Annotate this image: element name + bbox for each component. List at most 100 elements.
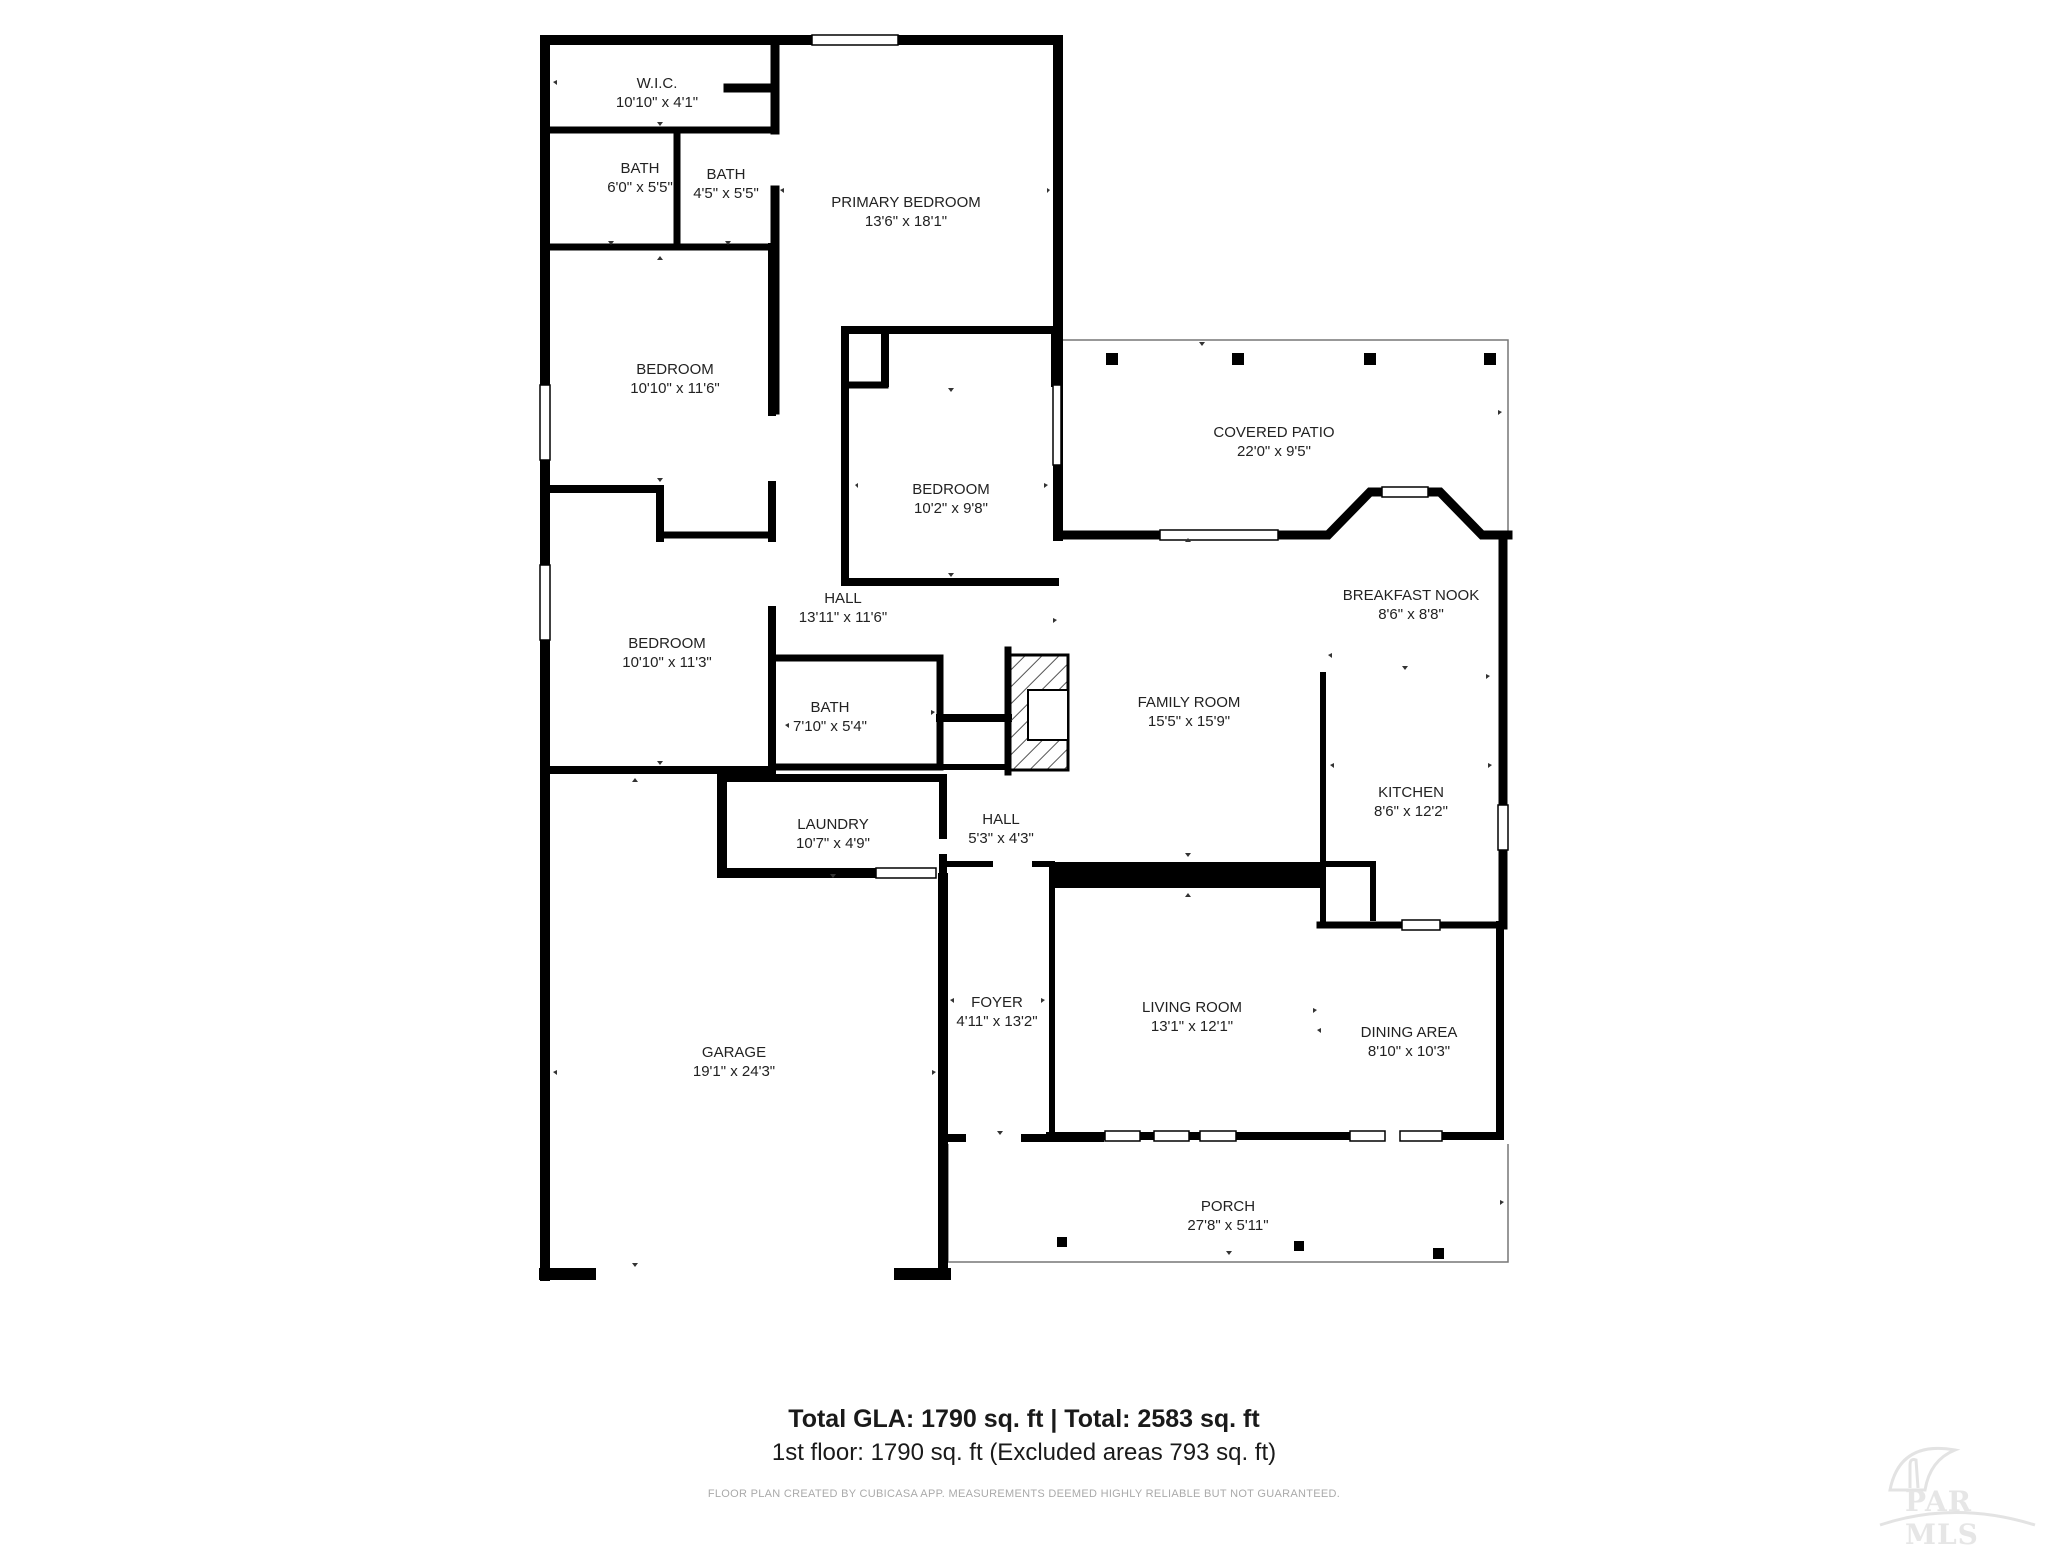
disclaimer: FLOOR PLAN CREATED BY CUBICASA APP. MEAS… (707, 1488, 1341, 1500)
tick (855, 483, 858, 488)
room-label-garage: GARAGE 19'1" x 24'3" (693, 1043, 775, 1081)
tick (1500, 1200, 1504, 1205)
tick (1185, 853, 1191, 857)
tick (948, 573, 954, 577)
room-label-bedroom-2: BEDROOM 10'2" x 9'8" (912, 480, 990, 518)
posts (1057, 353, 1496, 1259)
walls (539, 35, 1513, 1281)
nook-bay-wall (1273, 487, 1513, 540)
window-bay (1381, 486, 1429, 498)
room-label-bedroom-1: BEDROOM 10'10" x 11'6" (630, 360, 720, 398)
tick (1498, 410, 1502, 415)
room-name: PRIMARY BEDROOM (831, 194, 981, 211)
window-bedroom2-east (1052, 384, 1062, 466)
tick (1041, 998, 1045, 1003)
patio-post-1 (1106, 353, 1118, 365)
tick (1486, 674, 1490, 679)
room-label-bath-1: BATH 6'0" x 5'5" (607, 159, 673, 197)
room-label-bath-3: BATH 7'10" x 5'4" (793, 698, 867, 736)
room-label-hall-2: HALL 5'3" x 4'3" (968, 810, 1034, 848)
tick (785, 723, 789, 728)
room-label-family-room: FAMILY ROOM 15'5" x 15'9" (1138, 693, 1241, 731)
room-dimensions: 10'10" x 11'6" (630, 380, 720, 397)
window-bedroom3-west (539, 564, 551, 641)
room-name: KITCHEN (1378, 784, 1444, 801)
room-label-hall-1: HALL 13'11" x 11'6" (799, 589, 887, 627)
tick (1488, 763, 1492, 768)
tick (632, 778, 638, 782)
tick (1313, 1008, 1317, 1013)
tick (657, 256, 663, 260)
room-label-covered-patio: COVERED PATIO 22'0" x 9'5" (1213, 423, 1334, 461)
room-label-laundry: LAUNDRY 10'7" x 4'9" (796, 815, 870, 853)
room-dimensions: 10'7" x 4'9" (796, 835, 870, 852)
room-name: BEDROOM (912, 481, 990, 498)
tick (830, 874, 836, 878)
porch-post-2 (1294, 1241, 1304, 1251)
mls-logo-icon (1879, 1446, 2036, 1527)
tick (1044, 483, 1048, 488)
covered-patio-outline (1062, 339, 1509, 532)
room-name: PORCH (1200, 1198, 1256, 1215)
tick (997, 1131, 1003, 1135)
window-bedroom1-west (539, 384, 551, 461)
room-name: BATH (706, 166, 746, 183)
tick (948, 388, 954, 392)
room-label-wic: W.I.C. 10'10" x 4'1" (616, 74, 698, 112)
tick (725, 241, 731, 245)
window-living-3 (1199, 1130, 1237, 1142)
room-dimensions: 10'10" x 4'1" (615, 94, 699, 111)
room-dimensions: 27'8" x 5'11" (1187, 1217, 1269, 1234)
tick (1330, 763, 1334, 768)
room-dimensions: 13'1" x 12'1" (1150, 1018, 1234, 1035)
room-name: GARAGE (701, 1044, 767, 1061)
room-name: LAUNDRY (797, 816, 869, 833)
patio-post-2 (1232, 353, 1244, 365)
kitchen-counter-bar (1050, 862, 1324, 888)
window-living-2 (1153, 1130, 1190, 1142)
room-label-kitchen: KITCHEN 8'6" x 12'2" (1374, 783, 1448, 821)
window-laundry (875, 867, 937, 879)
tick (657, 478, 663, 482)
tick (1047, 188, 1050, 193)
tick (932, 1070, 936, 1075)
room-name: FAMILY ROOM (1137, 694, 1241, 711)
room-name: BATH (810, 699, 850, 716)
room-name: HALL (982, 811, 1020, 828)
window-dining-2 (1399, 1130, 1443, 1142)
room-dimensions: 4'11" x 13'2" (956, 1013, 1038, 1030)
room-name: LIVING ROOM (1141, 999, 1243, 1016)
room-name: FOYER (971, 994, 1023, 1011)
floor-area: 1st floor: 1790 sq. ft (Excluded areas 7… (771, 1439, 1277, 1466)
room-dimensions: 5'3" x 4'3" (968, 830, 1034, 847)
room-name: BEDROOM (636, 361, 714, 378)
patio-post-4 (1484, 353, 1496, 365)
room-label-dining-area: DINING AREA 8'10" x 10'3" (1361, 1023, 1458, 1061)
patio-post-3 (1364, 353, 1376, 365)
room-dimensions: 6'0" x 5'5" (607, 179, 673, 196)
tick (1185, 538, 1191, 542)
tick (657, 761, 663, 765)
room-dimensions: 10'10" x 11'3" (622, 654, 712, 671)
tick (1317, 1028, 1321, 1033)
tick (1402, 666, 1408, 670)
room-name: BREAKFAST NOOK (1342, 587, 1480, 604)
porch-post-3 (1433, 1248, 1444, 1259)
room-label-breakfast-nook: BREAKFAST NOOK 8'6" x 8'8" (1343, 586, 1479, 624)
fireplace-box (1027, 689, 1069, 741)
tick (553, 80, 557, 85)
tick (1185, 893, 1191, 897)
room-dimensions: 13'11" x 11'6" (798, 609, 888, 626)
room-label-foyer: FOYER 4'11" x 13'2" (956, 993, 1037, 1031)
window-dining-1 (1349, 1130, 1386, 1142)
room-name: BEDROOM (628, 635, 706, 652)
tick (657, 122, 663, 126)
tick (780, 188, 784, 193)
room-dimensions: 4'5" x 5'5" (693, 185, 759, 202)
room-label-living-room: LIVING ROOM 13'1" x 12'1" (1142, 998, 1242, 1036)
area-summary: Total GLA: 1790 sq. ft | Total: 2583 sq.… (0, 1402, 2048, 1470)
kitchen-pantry (1320, 861, 1376, 921)
tick (608, 241, 614, 245)
tick (1226, 1251, 1232, 1255)
